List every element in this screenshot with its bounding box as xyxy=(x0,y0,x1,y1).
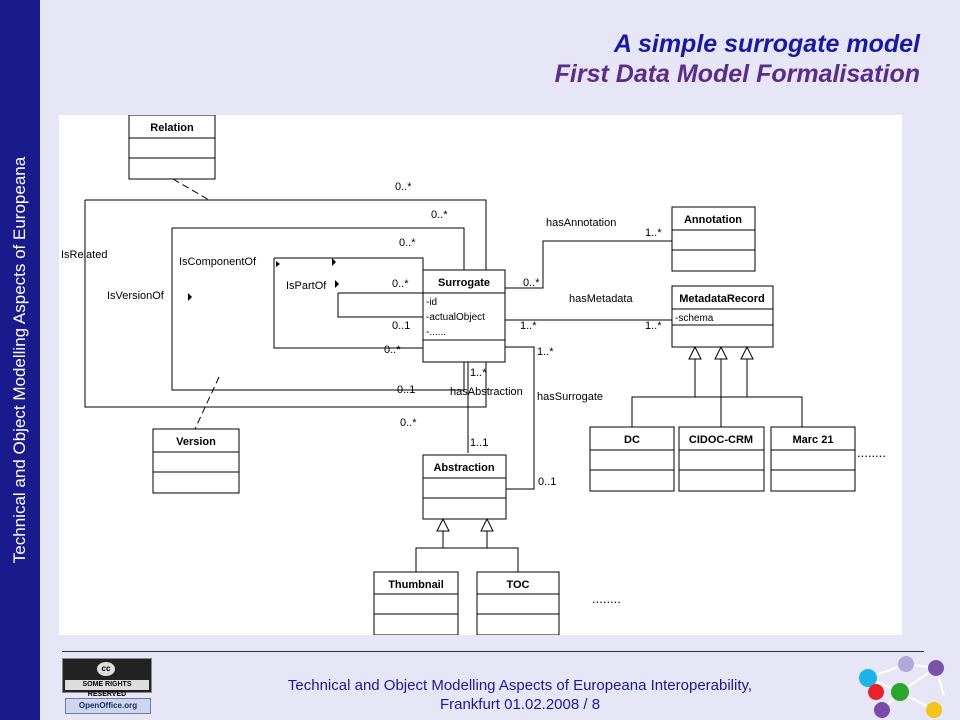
class-abstraction: Abstraction xyxy=(433,462,494,474)
class-dc: DC xyxy=(624,434,640,446)
multiplicity: 0..* xyxy=(399,237,416,249)
ellipsis-bottom: ........ xyxy=(592,591,621,606)
footer-divider xyxy=(62,651,924,652)
creative-commons-badge[interactable]: cc SOME RIGHTS RESERVED xyxy=(62,658,152,698)
slide-title: A simple surrogate model xyxy=(613,30,920,58)
label-is-version-of: IsVersionOf xyxy=(107,290,165,302)
cc-icon: cc xyxy=(97,662,115,676)
footer-line-1: Technical and Object Modelling Aspects o… xyxy=(287,677,753,694)
label-is-component-of: IsComponentOf xyxy=(179,256,257,268)
label-is-related: IsRelated xyxy=(61,249,107,261)
multiplicity: 1..* xyxy=(537,346,554,358)
multiplicity: 1..* xyxy=(470,367,487,379)
multiplicity: 0..* xyxy=(523,277,540,289)
multiplicity: 1..* xyxy=(520,320,537,332)
class-version: Version xyxy=(176,436,216,448)
surrogate-attr-actual-object: -actualObject xyxy=(426,312,485,323)
openoffice-badge[interactable]: OpenOffice.org xyxy=(65,698,151,714)
footer-line-2: Frankfurt 01.02.2008 / 8 xyxy=(439,696,601,713)
class-surrogate: Surrogate xyxy=(438,277,490,289)
uml-diagram: Relation Version Surrogate Annotation Me… xyxy=(59,115,902,635)
class-cidoc-crm: CIDOC-CRM xyxy=(689,434,753,446)
multiplicity: 0..1 xyxy=(538,476,556,488)
label-has-annotation: hasAnnotation xyxy=(546,217,616,229)
surrogate-attr-id: -id xyxy=(426,297,437,308)
multiplicity: 1..1 xyxy=(470,437,488,449)
label-is-part-of: IsPartOf xyxy=(286,280,327,292)
class-metadata-record: MetadataRecord xyxy=(679,293,765,305)
footer: Technical and Object Modelling Aspects o… xyxy=(220,676,820,714)
label-has-abstraction: hasAbstraction xyxy=(450,386,523,398)
multiplicity: 0..* xyxy=(384,344,401,356)
ellipsis-right: ........ xyxy=(857,445,886,460)
multiplicity: 0..* xyxy=(400,417,417,429)
metadata-attr-schema: -schema xyxy=(675,313,714,324)
sidebar-title: Technical and Object Modelling Aspects o… xyxy=(10,156,29,564)
label-has-metadata: hasMetadata xyxy=(569,293,633,305)
multiplicity: 0..1 xyxy=(397,384,415,396)
surrogate-attr-more: -...... xyxy=(426,327,446,338)
class-marc21: Marc 21 xyxy=(793,434,834,446)
label-has-surrogate: hasSurrogate xyxy=(537,391,603,403)
multiplicity: 0..1 xyxy=(392,320,410,332)
multiplicity: 0..* xyxy=(431,209,448,221)
class-relation: Relation xyxy=(150,122,194,134)
sidebar: Technical and Object Modelling Aspects o… xyxy=(0,0,40,720)
multiplicity: 1..* xyxy=(645,227,662,239)
multiplicity: 1..* xyxy=(645,320,662,332)
cc-text: SOME RIGHTS RESERVED xyxy=(65,680,149,698)
slide-subtitle: First Data Model Formalisation xyxy=(554,60,920,88)
class-thumbnail: Thumbnail xyxy=(388,579,444,591)
network-logo-icon xyxy=(859,656,945,718)
class-toc: TOC xyxy=(506,579,529,591)
multiplicity: 0..* xyxy=(392,278,409,290)
class-annotation: Annotation xyxy=(684,214,742,226)
multiplicity: 0..* xyxy=(395,181,412,193)
